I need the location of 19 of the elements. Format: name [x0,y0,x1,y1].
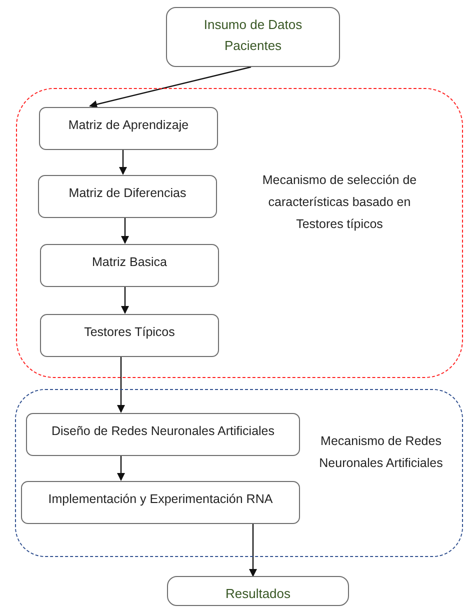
process-box: Insumo de Datos Pacientes [166,7,340,67]
arrow [249,523,257,577]
arrow [117,455,125,481]
process-box: Matriz de Diferencias [38,175,217,218]
process-box: Implementación y Experimentación RNA [21,481,300,524]
process-box: Matriz Basica [40,244,219,287]
process-box: Testores Típicos [40,314,219,357]
arrow [119,149,127,175]
arrow [121,217,129,244]
arrow [121,286,129,314]
process-box: Resultados [167,576,349,606]
arrow [117,356,125,413]
dashed-group-frame [16,88,463,378]
process-box: Matriz de Aprendizaje [39,107,218,150]
arrow [89,66,252,108]
process-box: Diseño de Redes Neuronales Artificiales [26,413,300,456]
dashed-group-frame [15,389,463,557]
group-label: Mecanismo de selección de características basado en Testores típicos [261,172,418,233]
group-label: Mecanismo de Redes Neuronales Artificiales [318,433,444,472]
